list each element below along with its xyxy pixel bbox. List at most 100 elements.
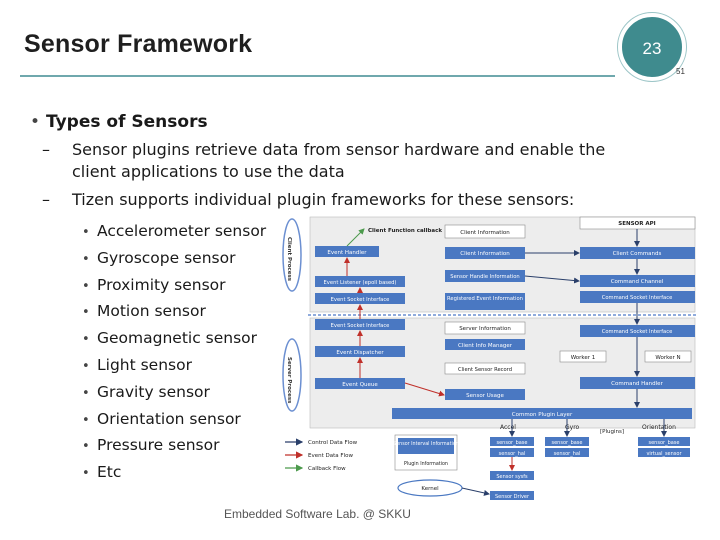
point-1: – Sensor plugins retrieve data from senso…	[42, 139, 682, 183]
slide-title: Sensor Framework	[24, 30, 253, 58]
client-process-label: Client Process	[286, 237, 292, 282]
bullet-dot-icon: •	[82, 385, 90, 401]
sensor-usage-box	[445, 389, 525, 400]
client-information-label: Client Information	[460, 230, 510, 236]
list-item: •Etc	[82, 460, 266, 487]
registered-event-information-box	[445, 293, 525, 310]
legend-event-label: Event Data Flow	[308, 453, 353, 459]
client-process-oval	[282, 218, 302, 292]
plugin-information-label: Plugin Information	[404, 461, 448, 467]
point-2: – Tizen supports individual plugin framew…	[42, 189, 682, 211]
event-queue-box	[315, 378, 405, 389]
command-socket-interface-client-box	[580, 291, 695, 303]
point-2-text: Tizen supports individual plugin framewo…	[72, 190, 575, 209]
bullet-dot-icon: •	[82, 278, 90, 294]
command-socket-interface-server-label: Command Socket Interface	[602, 329, 673, 335]
plugins-label: [Plugins]	[600, 429, 624, 435]
sensor-sysfs-label: Sensor sysfs	[496, 474, 528, 480]
event-handler-label: Event Handler	[327, 250, 367, 256]
point-1-line-1: Sensor plugins retrieve data from sensor…	[72, 140, 606, 159]
server-process-oval	[282, 338, 302, 412]
client-sensor-record-box	[444, 362, 526, 375]
sensor-list: •Accelerometer sensor •Gyroscope sensor …	[82, 219, 266, 487]
common-plugin-layer-box	[392, 408, 692, 419]
event-queue-label: Event Queue	[342, 382, 378, 388]
legend-control-label: Control Data Flow	[308, 440, 358, 446]
list-item: •Proximity sensor	[82, 273, 266, 300]
event-listener-label: Event Listener (epoll based)	[324, 280, 397, 286]
list-item: •Accelerometer sensor	[82, 219, 266, 246]
sensor-usage-label: Sensor Usage	[466, 393, 504, 399]
sensor-base-2-box	[545, 437, 589, 446]
sensor-base-3-label: sensor_base	[649, 440, 680, 446]
sensor-hal-2-box	[545, 448, 589, 457]
list-item: •Gravity sensor	[82, 380, 266, 407]
sensor-hal-2-label: sensor_hal	[554, 451, 581, 457]
page-number-badge: 23	[618, 13, 686, 81]
client-info-manager-label: Client Info Manager	[458, 343, 513, 349]
command-socket-interface-client-label: Command Socket Interface	[602, 295, 673, 301]
worker-n-label: Worker N	[655, 355, 680, 361]
sub-page-number: 51	[676, 67, 685, 76]
sensor-interval-information-label: Sensor Interval Information	[393, 441, 459, 447]
client-information-box	[444, 224, 526, 239]
registered-event-information-label: Registered Event Information	[447, 296, 523, 302]
bullet-dot-icon: •	[82, 225, 90, 240]
virtual-sensor-label: virtual_sensor	[646, 451, 682, 457]
sensor-base-1-box	[490, 437, 534, 446]
client-info-manager-box	[445, 339, 525, 350]
sensor-base-1-label: sensor_base	[497, 440, 528, 446]
orientation-label: Orientation	[642, 424, 676, 431]
client-sensor-record-label: Client Sensor Record	[458, 367, 512, 373]
footer-text: Embedded Software Lab. @ SKKU	[224, 507, 411, 521]
list-item: •Gyroscope sensor	[82, 246, 266, 273]
list-item: •Geomagnetic sensor	[82, 326, 266, 353]
point-1-line-2: client applications to use the data	[72, 162, 345, 181]
dash-icon: –	[42, 140, 50, 159]
sensor-driver-label: Sensor Driver	[495, 494, 530, 500]
event-dispatcher-box	[315, 346, 405, 357]
bullet-dot-icon: •	[82, 332, 90, 348]
client-function-callback-label: Client Function callback	[368, 228, 442, 234]
heading-text: Types of Sensors	[46, 112, 208, 132]
dash-icon: –	[42, 190, 50, 209]
gyro-label: Gyro	[565, 424, 580, 431]
title-underline	[20, 75, 615, 77]
event-socket-interface-server-label: Event Socket Interface	[331, 323, 390, 329]
bullet-dot-icon: •	[30, 112, 41, 132]
event-listener-box	[315, 276, 405, 287]
common-plugin-layer-label: Common Plugin Layer	[512, 412, 573, 418]
event-handler-box	[315, 246, 379, 257]
event-dispatcher-label: Event Dispatcher	[336, 350, 384, 356]
sensor-hal-1-label: sensor_hal	[499, 451, 526, 457]
sensor-hal-1-box	[490, 448, 534, 457]
bullet-dot-icon: •	[82, 439, 90, 455]
kernel-label: Kernel	[421, 486, 439, 492]
client-commands-box	[580, 247, 695, 259]
bullet-dot-icon: •	[82, 305, 90, 321]
sensor-base-2-label: sensor_base	[552, 440, 583, 446]
command-handler-box	[580, 377, 695, 389]
command-socket-interface-server-box	[580, 325, 695, 337]
bullet-dot-icon: •	[82, 251, 90, 267]
arrow-handle-to-channel	[524, 275, 580, 284]
server-information-box	[444, 321, 526, 335]
list-item: •Light sensor	[82, 353, 266, 380]
accel-label: Accel	[500, 424, 516, 431]
arrow-handler-to-callback	[346, 228, 365, 247]
sensor-base-3-box	[638, 437, 690, 446]
sensor-api-label: SENSOR API	[618, 221, 655, 227]
sensor-interval-information-box	[398, 438, 454, 454]
command-channel-box	[580, 275, 695, 287]
server-process-label: Server Process	[286, 357, 292, 404]
bullet-dot-icon: •	[82, 412, 90, 428]
worker-1-box	[559, 350, 607, 363]
bullet-dot-icon: •	[82, 466, 90, 482]
command-handler-label: Command Handler	[611, 381, 663, 387]
event-socket-interface-client-box	[315, 293, 405, 304]
client-information-2-box	[445, 247, 525, 259]
command-channel-label: Command Channel	[611, 279, 664, 285]
sensor-driver-box	[490, 491, 534, 500]
list-item: •Pressure sensor	[82, 433, 266, 460]
